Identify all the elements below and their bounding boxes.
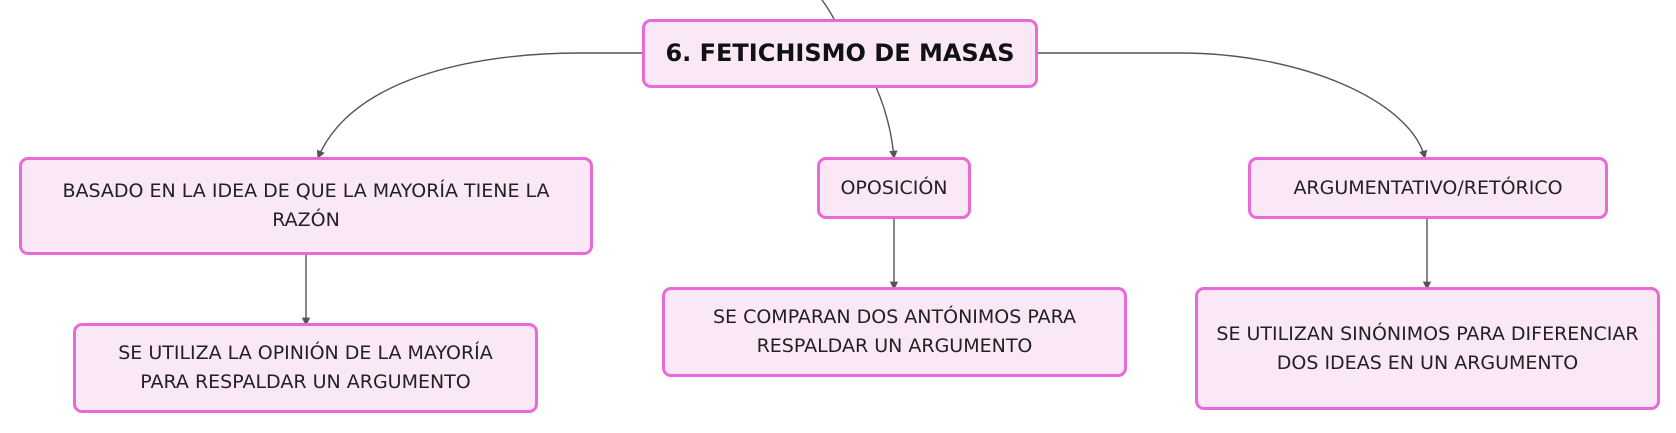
central-topic-label: 6. FETICHISMO DE MASAS bbox=[665, 39, 1015, 67]
branch-label-argumentative: ARGUMENTATIVO/RETÓRICO bbox=[1293, 176, 1563, 199]
branch-node-opposition[interactable]: OPOSICIÓN bbox=[817, 157, 971, 219]
child-label-opposition: SE COMPARAN DOS ANTÓNIMOS PARA RESPALDAR… bbox=[712, 306, 1077, 357]
branch-node-majority[interactable]: BASADO EN LA IDEA DE QUE LA MAYORÍA TIEN… bbox=[19, 157, 593, 255]
child-node-opposition[interactable]: SE COMPARAN DOS ANTÓNIMOS PARA RESPALDAR… bbox=[662, 287, 1127, 377]
child-label-argumentative: SE UTILIZAN SINÓNIMOS PARA DIFERENCIAR D… bbox=[1216, 322, 1639, 374]
branch-label-majority: BASADO EN LA IDEA DE QUE LA MAYORÍA TIEN… bbox=[62, 180, 550, 231]
connector-root-to-branch-2 bbox=[875, 86, 898, 160]
child-label-majority: SE UTILIZA LA OPINIÓN DE LA MAYORÍA PARA… bbox=[118, 342, 493, 393]
child-node-argumentative[interactable]: SE UTILIZAN SINÓNIMOS PARA DIFERENCIAR D… bbox=[1195, 287, 1660, 410]
connector-root-to-branch-1 bbox=[316, 52, 642, 159]
connector-from-parent bbox=[821, 0, 835, 20]
central-topic-node[interactable]: 6. FETICHISMO DE MASAS bbox=[642, 19, 1038, 88]
branch-label-opposition: OPOSICIÓN bbox=[840, 176, 948, 199]
child-node-majority[interactable]: SE UTILIZA LA OPINIÓN DE LA MAYORÍA PARA… bbox=[73, 323, 538, 413]
connector-root-to-branch-3 bbox=[1036, 52, 1428, 160]
branch-node-argumentative[interactable]: ARGUMENTATIVO/RETÓRICO bbox=[1248, 157, 1608, 219]
